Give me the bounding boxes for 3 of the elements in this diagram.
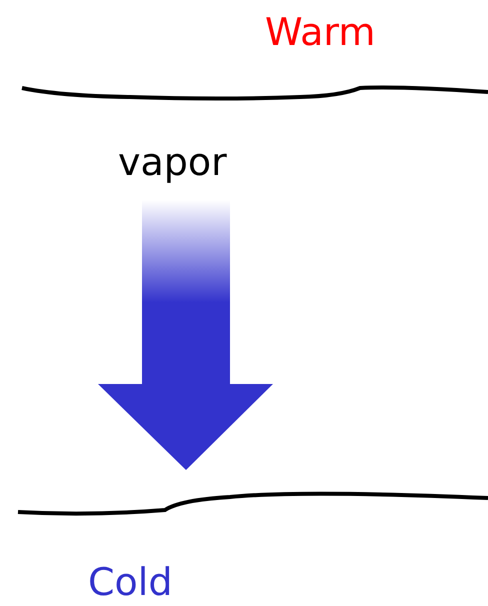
region-label: Warm <box>265 10 376 54</box>
region-label: Cold <box>88 560 172 604</box>
flow-label: vapor <box>118 140 227 184</box>
